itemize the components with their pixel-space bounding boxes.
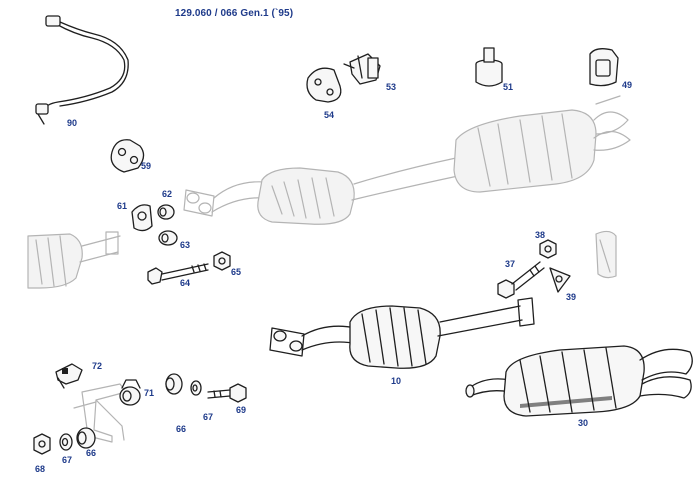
rubber-ring-59	[110, 139, 145, 173]
label-part-90[interactable]: 90	[67, 118, 78, 128]
gasket-39	[549, 267, 571, 293]
nut-38	[539, 239, 557, 259]
oxygen-sensor-90	[35, 15, 129, 125]
label-part-38[interactable]: 38	[535, 230, 546, 240]
rear-section-partial	[595, 230, 617, 279]
exhaust-assembly-overview	[183, 95, 631, 225]
label-part-63[interactable]: 63	[180, 240, 191, 250]
label-part-10[interactable]: 10	[391, 376, 402, 386]
label-part-37[interactable]: 37	[505, 259, 516, 269]
label-part-39[interactable]: 39	[566, 292, 577, 302]
label-part-69[interactable]: 69	[236, 405, 247, 415]
label-part-49[interactable]: 49	[622, 80, 633, 90]
rubber-66b	[76, 427, 96, 449]
front-catalytic-partial	[27, 231, 121, 289]
label-part-65[interactable]: 65	[231, 267, 242, 277]
label-part-30[interactable]: 30	[578, 418, 589, 428]
label-part-59[interactable]: 59	[141, 161, 152, 171]
label-part-53[interactable]: 53	[386, 82, 397, 92]
diagram-title: 129.060 / 066 Gen.1 (`95)	[175, 8, 294, 19]
front-pipe-10	[269, 297, 535, 369]
label-part-66a[interactable]: 66	[176, 424, 187, 434]
label-part-67b[interactable]: 67	[62, 455, 73, 465]
bracket-72	[55, 363, 83, 389]
label-part-61[interactable]: 61	[117, 201, 128, 211]
label-part-71[interactable]: 71	[144, 388, 155, 398]
bolt-69	[207, 383, 247, 403]
washer-67a	[190, 380, 202, 396]
rubber-66a	[165, 373, 183, 395]
mount-51	[475, 47, 503, 87]
bolt-37	[497, 261, 545, 299]
bolt-64	[147, 263, 209, 285]
sleeve-62	[157, 204, 175, 220]
gasket-61	[131, 204, 153, 232]
label-part-72[interactable]: 72	[92, 361, 103, 371]
label-part-51[interactable]: 51	[503, 82, 514, 92]
mount-strap-71	[73, 379, 141, 443]
label-part-67a[interactable]: 67	[203, 412, 214, 422]
label-part-54[interactable]: 54	[324, 110, 335, 120]
label-part-66b[interactable]: 66	[86, 448, 97, 458]
hanger-54	[306, 67, 342, 103]
bracket-53	[343, 53, 381, 85]
rear-silencer-30	[465, 345, 693, 417]
nut-68	[33, 433, 51, 455]
nut-65	[213, 251, 231, 271]
sleeve-63	[158, 230, 178, 246]
label-part-68[interactable]: 68	[35, 464, 46, 474]
washer-67b	[59, 433, 73, 451]
label-part-64[interactable]: 64	[180, 278, 191, 288]
hanger-49	[589, 48, 619, 87]
label-part-62[interactable]: 62	[162, 189, 173, 199]
